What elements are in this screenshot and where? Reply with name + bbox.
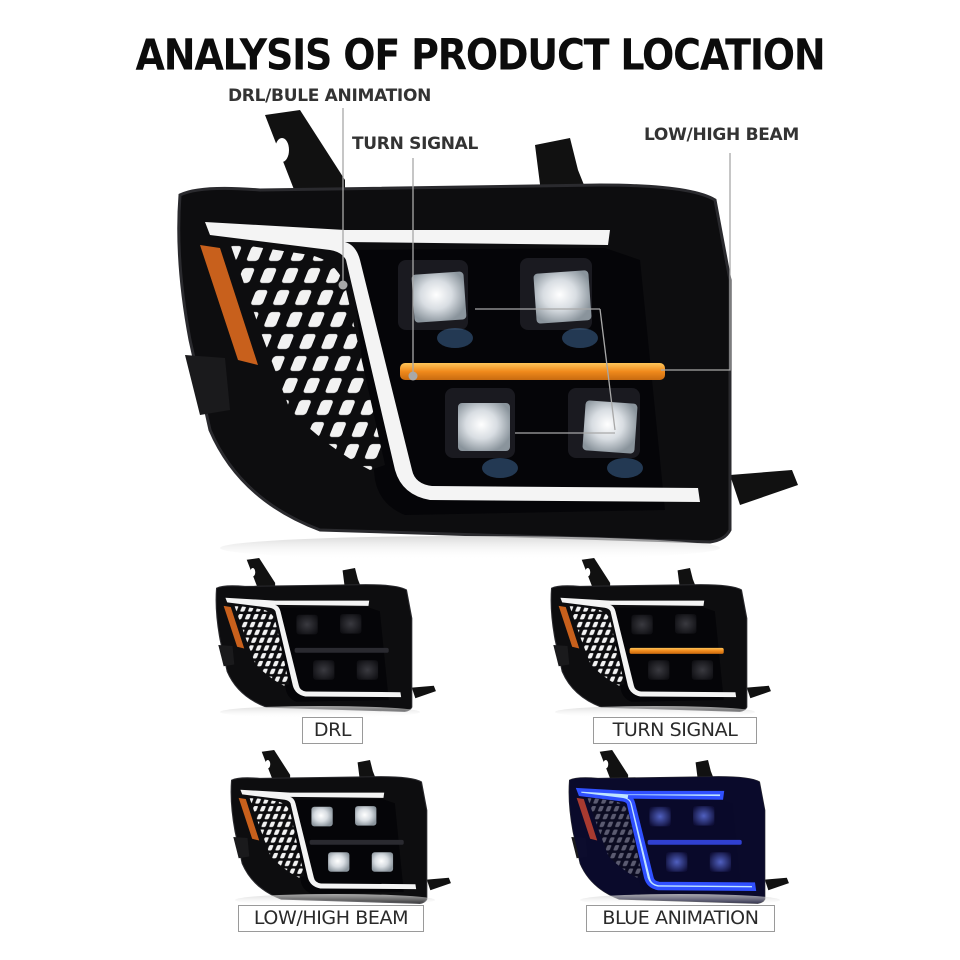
headlamp-blue-animation-mode xyxy=(568,749,790,904)
callout-label-turn-signal: TURN SIGNAL xyxy=(352,134,479,154)
callout-label-drl: DRL/BULE ANIMATION xyxy=(228,86,432,106)
main-headlamp xyxy=(177,108,800,544)
headlamp-drl-mode xyxy=(215,557,437,712)
mode-label-low-high-beam: LOW/HIGH BEAM xyxy=(238,905,424,932)
headlamp-low-high-beam-mode xyxy=(230,749,452,904)
headlamp-turn-signal-mode xyxy=(550,557,772,712)
mode-label-drl: DRL xyxy=(302,717,363,744)
callout-lines xyxy=(342,108,731,434)
side-marker-amber xyxy=(200,245,258,365)
turn-signal-bar xyxy=(400,363,665,380)
mode-label-turn-signal: TURN SIGNAL xyxy=(593,717,757,744)
projector-lens-group xyxy=(398,258,643,478)
page-title: ANALYSIS OF PRODUCT LOCATION xyxy=(135,30,826,80)
mode-label-blue-animation: BLUE ANIMATION xyxy=(586,905,775,932)
callout-label-low-high-beam: LOW/HIGH BEAM xyxy=(644,125,800,145)
